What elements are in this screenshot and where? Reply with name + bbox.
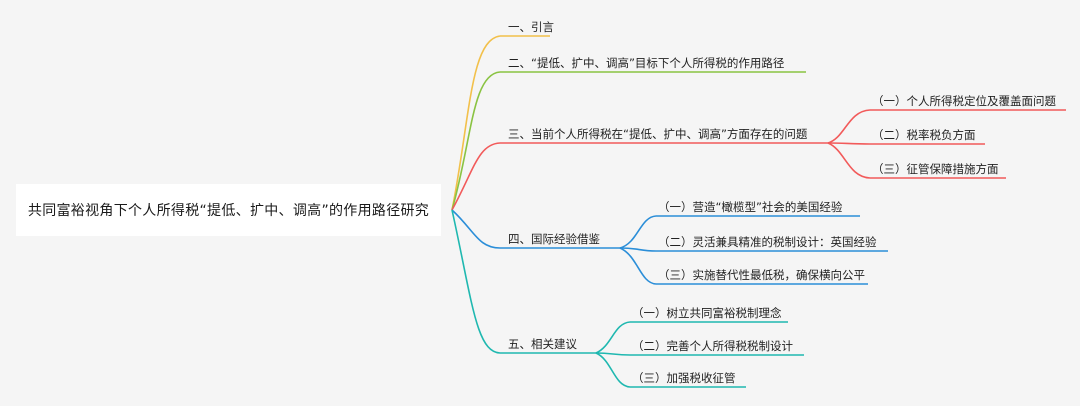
subtopic-uk-experience[interactable]: （二）灵活兼具精准的税制设计：英国经验 <box>658 235 877 249</box>
connector-b5-c2 <box>595 352 631 356</box>
subtopic-tax-rate-burden[interactable]: （二）税率税负方面 <box>872 128 976 142</box>
branch-recommendations[interactable]: 五、相关建议 <box>508 337 577 351</box>
connector-b4-c1 <box>619 215 657 249</box>
connector-root-b3 <box>451 142 501 211</box>
subtopic-collection-measures[interactable]: （三）征管保障措施方面 <box>872 162 999 176</box>
branch-introduction[interactable]: 一、引言 <box>508 20 554 34</box>
connector-b4-c2 <box>619 247 657 252</box>
connector-b3-c1 <box>827 109 871 144</box>
root-topic[interactable]: 共同富裕视角下个人所得税“提低、扩中、调高”的作用路径研究 <box>16 184 441 236</box>
connector-b5-c1 <box>595 321 631 354</box>
connector-b5-c3 <box>595 352 631 388</box>
connector-b4-c3 <box>619 247 657 285</box>
branch-existing-problems[interactable]: 三、当前个人所得税在“提低、扩中、调高”方面存在的问题 <box>508 127 808 141</box>
connector-b3-c3 <box>827 142 871 179</box>
subtopic-positioning-coverage[interactable]: （一）个人所得税定位及覆盖面问题 <box>872 94 1056 108</box>
subtopic-tax-system-design[interactable]: （二）完善个人所得税税制设计 <box>632 339 793 353</box>
connector-b3-c2 <box>827 142 871 145</box>
branch-action-path[interactable]: 二、“提低、扩中、调高”目标下个人所得税的作用路径 <box>508 56 785 70</box>
connector-root-b2 <box>451 71 501 211</box>
branch-international-experience[interactable]: 四、国际经验借鉴 <box>508 232 600 246</box>
subtopic-minimum-tax[interactable]: （三）实施替代性最低税，确保横向公平 <box>658 268 865 282</box>
subtopic-us-experience[interactable]: （一）营造“橄榄型”社会的美国经验 <box>658 200 843 214</box>
connector-root-b1 <box>451 35 501 211</box>
subtopic-tax-collection[interactable]: （三）加强税收征管 <box>632 371 736 385</box>
root-topic-label: 共同富裕视角下个人所得税“提低、扩中、调高”的作用路径研究 <box>27 203 430 219</box>
subtopic-tax-philosophy[interactable]: （一）树立共同富裕税制理念 <box>632 306 782 320</box>
connector-root-b5 <box>451 209 501 354</box>
connector-root-b4 <box>451 209 501 249</box>
